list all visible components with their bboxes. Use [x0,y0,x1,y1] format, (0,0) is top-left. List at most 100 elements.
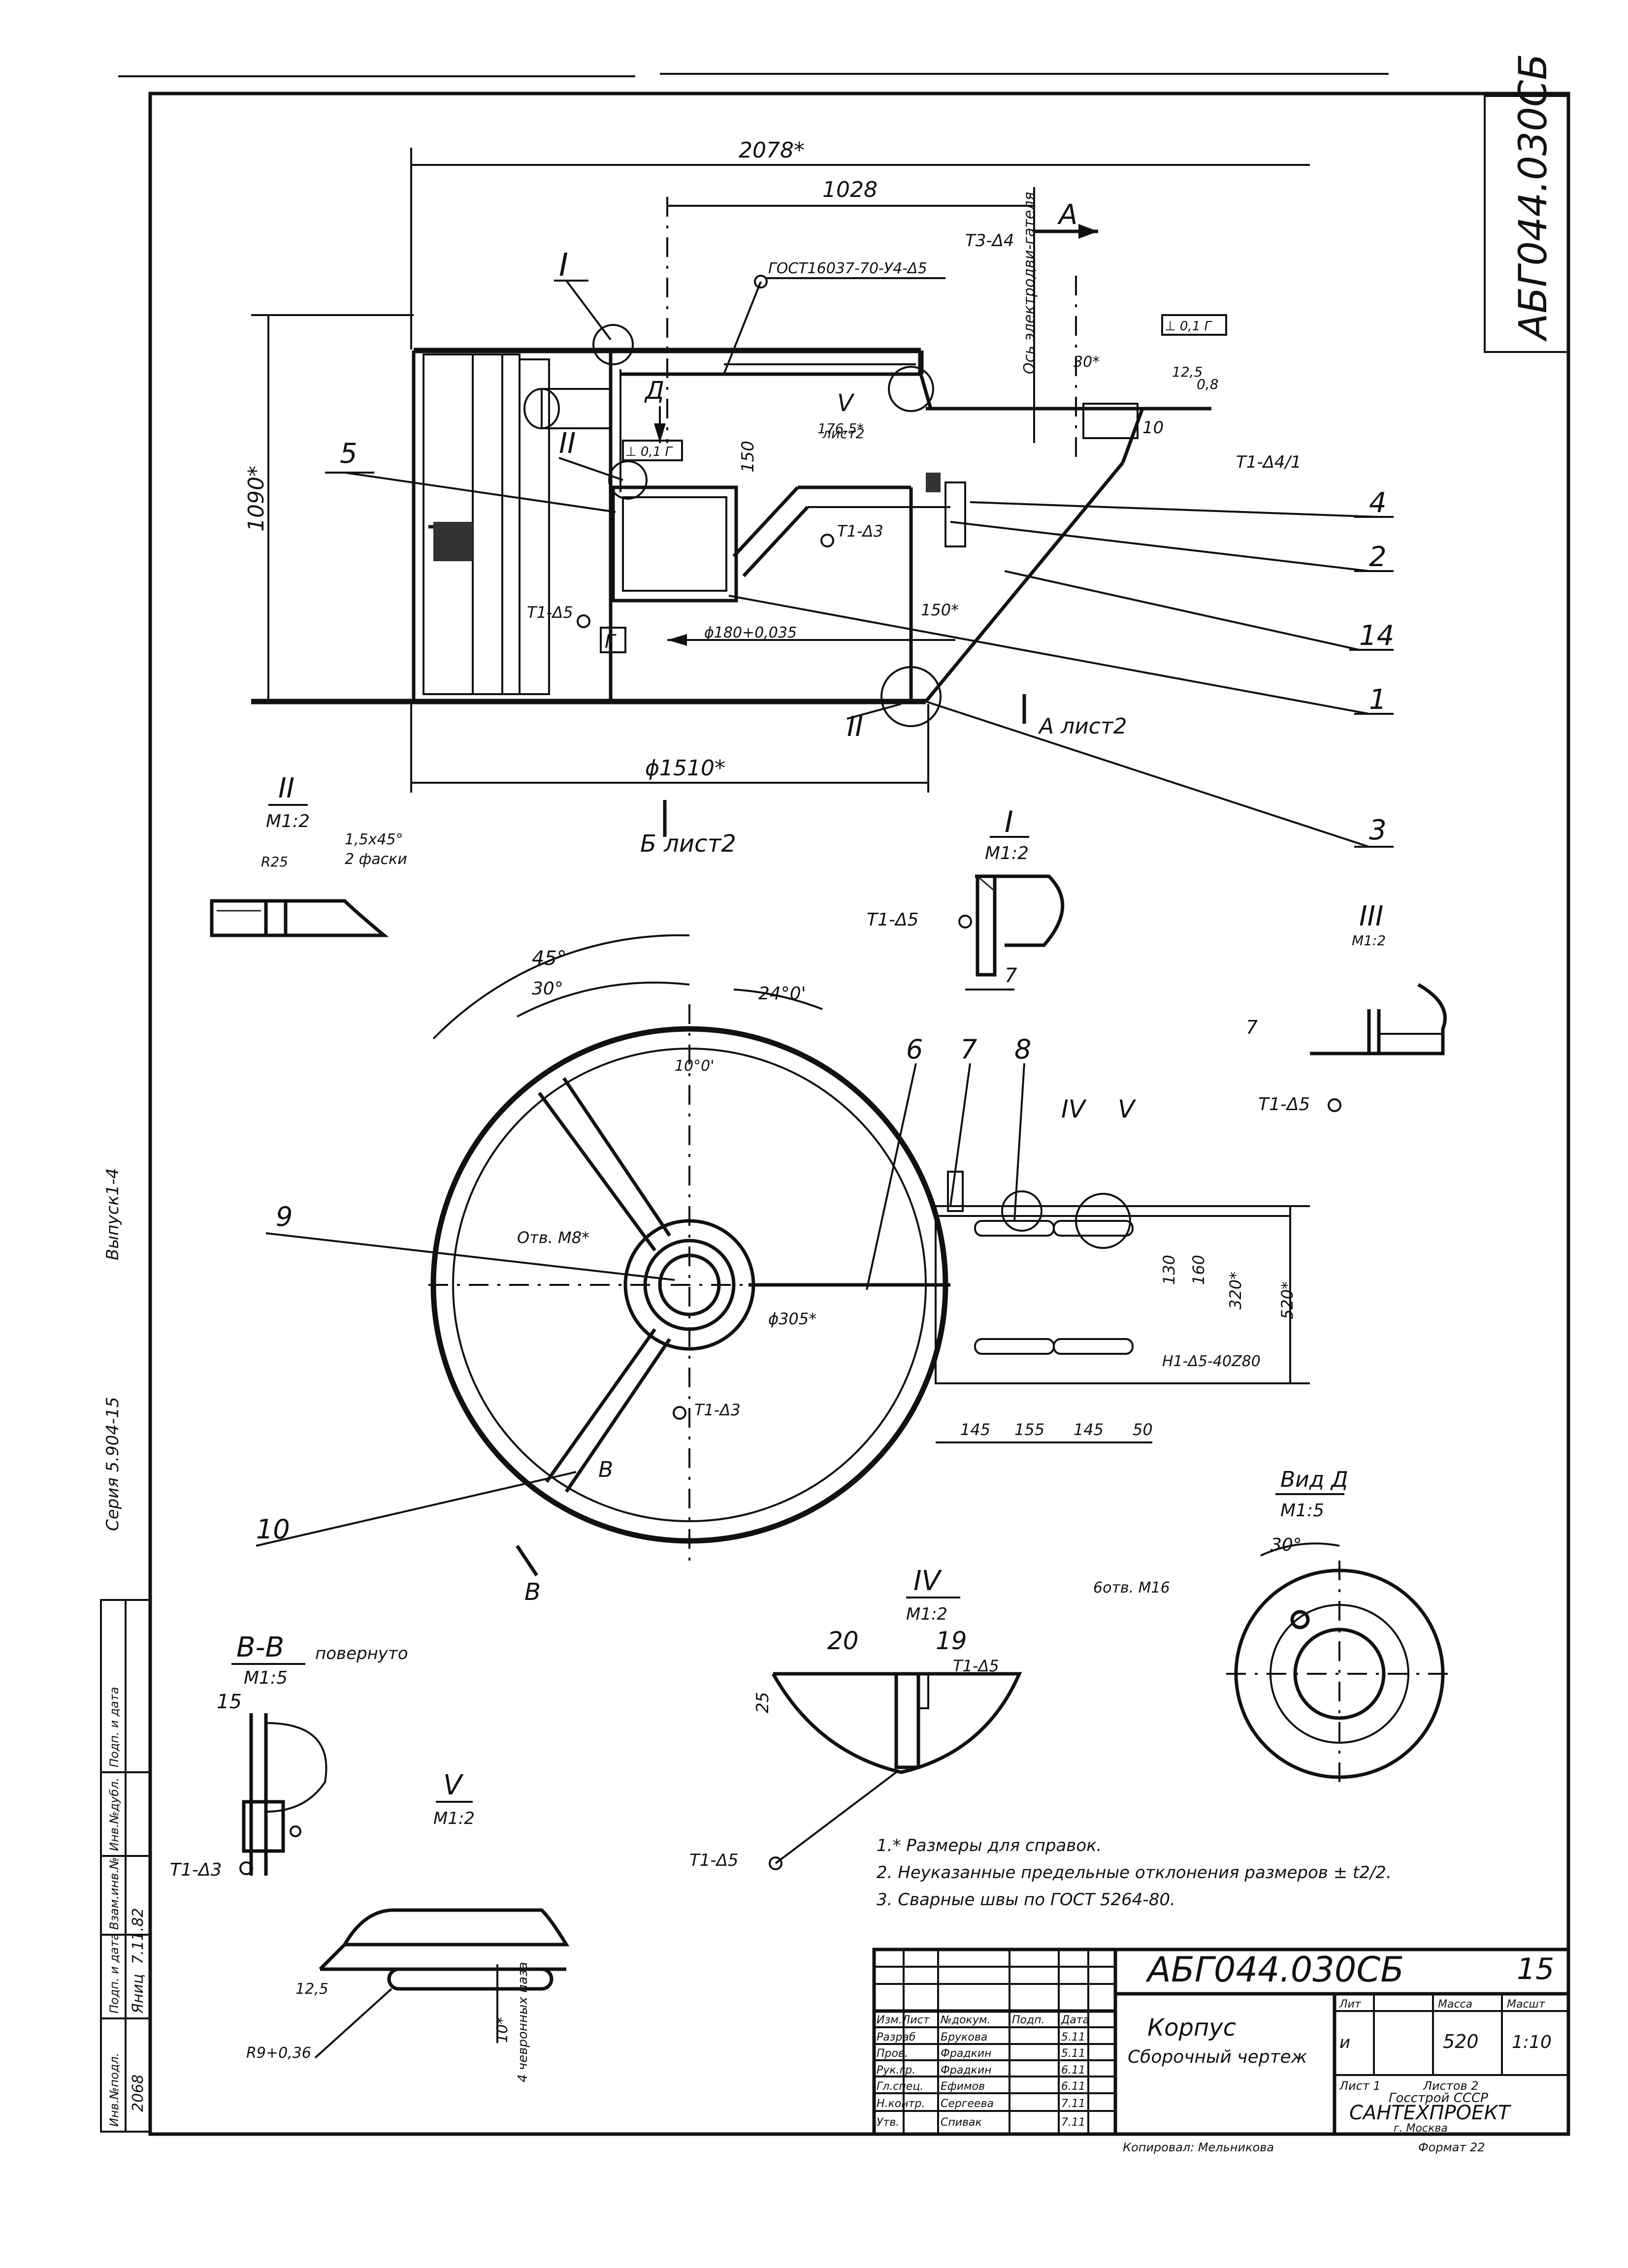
detail-III-circle [880,666,942,727]
row-6-role: Утв. [877,2116,899,2129]
section-BB: В-В повернуто М1:5 15 Т1-Δ3 [170,1631,408,1880]
detail-II-chamfer-note: 2 фаски [345,851,407,868]
detail-I: I М1:2 Т1-Δ5 7 [867,805,1065,990]
mark-II-bottom: II [847,711,863,743]
org-1: Госстрой СССР [1389,2091,1488,2106]
dim-176: 176,5* [817,420,864,437]
detail-V-scale: М1:2 [433,1809,475,1828]
section-A-sheet: А лист2 [1038,714,1127,739]
section-BB-dim: 15 [217,1691,242,1713]
issue-label: Выпуск1-4 [103,1168,123,1260]
plan-pos-IV: IV [1061,1095,1087,1123]
plan-pos-7: 7 [960,1034,977,1065]
detail-III: III М1:2 7 Т1-Δ5 [1246,900,1447,1115]
row-0-date: Дата [1061,2014,1089,2026]
dim-30: 30* [1074,353,1100,371]
plan-dim-145b: 145 [1074,1420,1104,1439]
detail-I-dim: 7 [1005,964,1017,987]
title-block: АБГ044.030СБ 15 Корпус Сборочный чертеж … [872,1948,1570,2154]
detail-V: V М1:2 12,5 R9+0,36 10* 4 чевронных паза [246,1769,570,2082]
note-2: 2. Неуказанные предельные отклонения раз… [877,1863,1392,1883]
pos-3: 3 [1369,814,1387,846]
row-5-role: Н.контр. [877,2098,925,2110]
dim-bore: ϕ180+0,035 [704,624,797,641]
section-BB-title: В-В [236,1631,284,1663]
title-subtitle: Сборочный чертеж [1128,2047,1307,2067]
tolerance-top: ⊥ 0,1 Г [1165,319,1213,334]
plan-holes: Отв. М8* [517,1228,589,1247]
stamp-col-5: Подп. и дата [107,1687,121,1768]
detail-III-weld: Т1-Δ5 [1258,1094,1310,1115]
plan-section-B: В [598,1457,613,1482]
detail-V-note2: 4 чевронных паза [516,1962,530,2082]
dim-2078: 2078* [739,138,805,163]
view-D-angle: 30° [1270,1535,1302,1555]
stamp-col-4: Инв.№дубл. [107,1778,121,1851]
tolerance-mid: ⊥ 0,1 Г [625,445,674,459]
mass-value: 520 [1443,2031,1479,2052]
dim-150b: 150* [921,601,959,619]
detail-V-r: R9+0,36 [246,2044,311,2062]
copied-by: Копировал: Мельникова [1123,2140,1274,2154]
notes: 1.* Размеры для справок. 2. Неуказанные … [877,1836,1392,1910]
detail-V-marker: V [837,389,855,417]
stamp-col-3: Взам.инв.№ [107,1857,121,1930]
detail-I-scale: М1:2 [985,843,1029,863]
detail-V-note: 10* [494,2017,511,2043]
plan-section-B2: В [524,1578,541,1606]
row-4-date: 6.11 [1061,2080,1085,2093]
org-3: г. Москва [1394,2122,1448,2135]
view-D: Вид Д М1:5 30° 6отв. М16 [1093,1467,1453,1787]
weld-t1-5: Т1-Δ5 [527,603,573,622]
angle-30: 30° [532,979,563,999]
detail-III-scale: М1:2 [1352,932,1386,949]
detail-IV: IV М1:2 20 19 Т1-Δ5 25 Т1-Δ5 [689,1565,1022,1870]
detail-III-title: III [1359,900,1384,932]
row-0-role: Изм.Лист [877,2014,930,2026]
angle-24: 24°0' [758,984,806,1004]
mark-II: II [559,426,576,460]
stamp-sign: Яниц [130,1974,147,2014]
dim-1510: ϕ1510* [645,756,725,781]
detail-II-scale: М1:2 [266,811,310,831]
title-code: АБГ044.030СБ [1145,1949,1404,1990]
row-2-date: 5.11 [1061,2047,1085,2060]
weld-gost: ГОСТ16037-70-У4-Δ5 [768,260,927,277]
mark-I: I [559,247,568,284]
detail-III-dim: 7 [1246,1017,1258,1038]
plan-view: 45° 30° 24°0' 10°0' Отв. М8* ϕ305* Т1-Δ3… [256,934,1310,1606]
row-4-role: Гл.спец. [877,2080,923,2093]
note-3: 3. Сварные швы по ГОСТ 5264-80. [877,1890,1175,1910]
detail-I-circle [592,324,634,365]
detail-V-circle [888,366,934,412]
front-view: 2078* 1028 А Т3-Δ4 1090* [244,138,1394,858]
detail-IV-dim: 25 [753,1692,773,1713]
dim-0-8: 0,8 [1197,376,1219,392]
position-leaders: 5 4 2 14 1 3 [325,438,1394,848]
section-BB-note: повернуто [315,1644,408,1663]
dim-10: 10 [1142,418,1164,438]
detail-V-rough: 12,5 [295,1981,328,1998]
plan-dim-50: 50 [1133,1420,1153,1439]
row-3-date: 6.11 [1061,2064,1085,2076]
row-1-date: 5.11 [1061,2031,1085,2044]
row-0-sign: Подп. [1012,2014,1045,2026]
note-1: 1.* Размеры для справок. [877,1836,1102,1855]
plan-pos-8: 8 [1014,1034,1031,1065]
row-2-name: Фрадкин [941,2047,992,2060]
detail-I-weld: Т1-Δ5 [867,910,918,930]
sheets-label: Листов 2 [1423,2079,1479,2093]
scale-label: Масшт [1507,1998,1546,2011]
pos-5: 5 [340,438,358,470]
scale-value: 1:10 [1512,2032,1552,2052]
frame-border [148,92,1570,2136]
plan-dim-160: 160 [1189,1255,1208,1285]
org-2: САНТЕХПРОЕКТ [1349,2102,1512,2124]
plan-dim-320: 320* [1226,1272,1245,1310]
plan-weld-h1: Н1-Δ5-40Z80 [1162,1353,1261,1370]
weld-t1-3: Т1-Δ3 [837,522,883,541]
stamp-col-1: Инв.№подл. [107,2053,121,2127]
angle-10: 10°0' [675,1057,715,1075]
dim-150: 150 [738,441,758,473]
detail-IV-weld-top: Т1-Δ5 [953,1657,999,1675]
